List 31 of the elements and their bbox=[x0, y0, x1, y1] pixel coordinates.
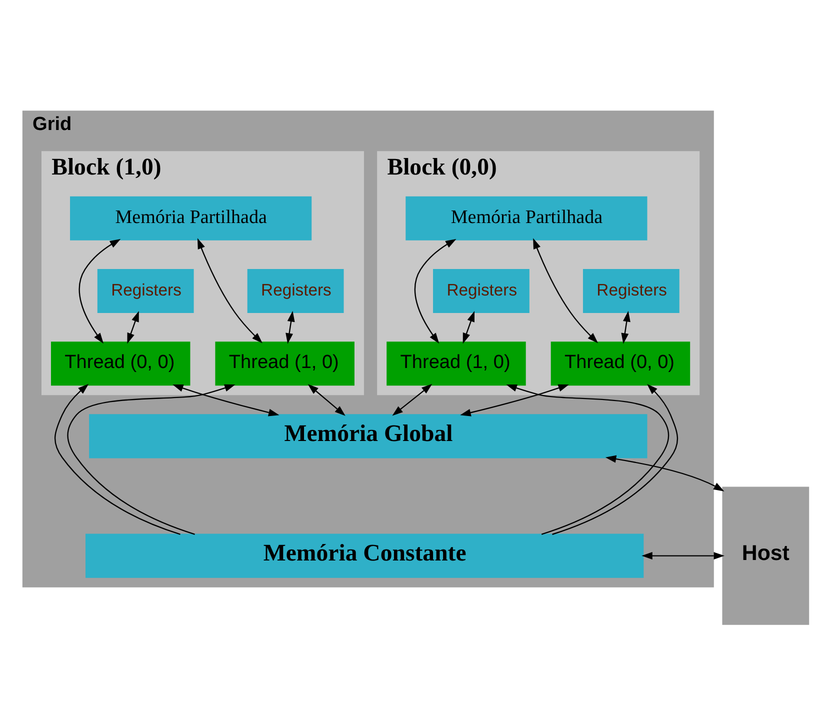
arrow bbox=[506, 384, 670, 534]
arrow bbox=[392, 383, 432, 416]
node-box: Host bbox=[722, 486, 810, 624]
arrow bbox=[605, 454, 724, 491]
node-box: Thread (0, 0) bbox=[50, 341, 190, 386]
node-box: Memória Constante bbox=[86, 533, 644, 578]
node-box: Memória Partilhada bbox=[406, 196, 648, 240]
node-box: Registers bbox=[433, 268, 530, 313]
node-box: Thread (1, 0) bbox=[386, 341, 526, 386]
arrow bbox=[172, 384, 280, 416]
node-box: Memória Global bbox=[89, 414, 648, 458]
arrow bbox=[621, 310, 630, 344]
arrow bbox=[533, 238, 598, 343]
node-box: Registers bbox=[247, 268, 344, 313]
node-box: Memória Partilhada bbox=[70, 196, 312, 240]
node-box: Thread (0, 0) bbox=[550, 341, 690, 386]
node-box: Registers bbox=[97, 268, 194, 313]
arrow bbox=[54, 383, 180, 534]
arrow bbox=[414, 238, 456, 344]
arrow bbox=[78, 238, 121, 344]
arrow bbox=[642, 552, 724, 560]
arrow bbox=[127, 310, 139, 344]
arrow bbox=[462, 310, 475, 344]
arrow bbox=[552, 383, 678, 534]
node-box: Thread (1, 0) bbox=[215, 341, 354, 386]
arrow bbox=[67, 384, 236, 534]
node-box: Registers bbox=[582, 268, 680, 313]
arrow bbox=[197, 238, 262, 343]
arrow bbox=[286, 310, 295, 344]
arrow bbox=[460, 384, 570, 416]
arrow bbox=[308, 384, 346, 416]
